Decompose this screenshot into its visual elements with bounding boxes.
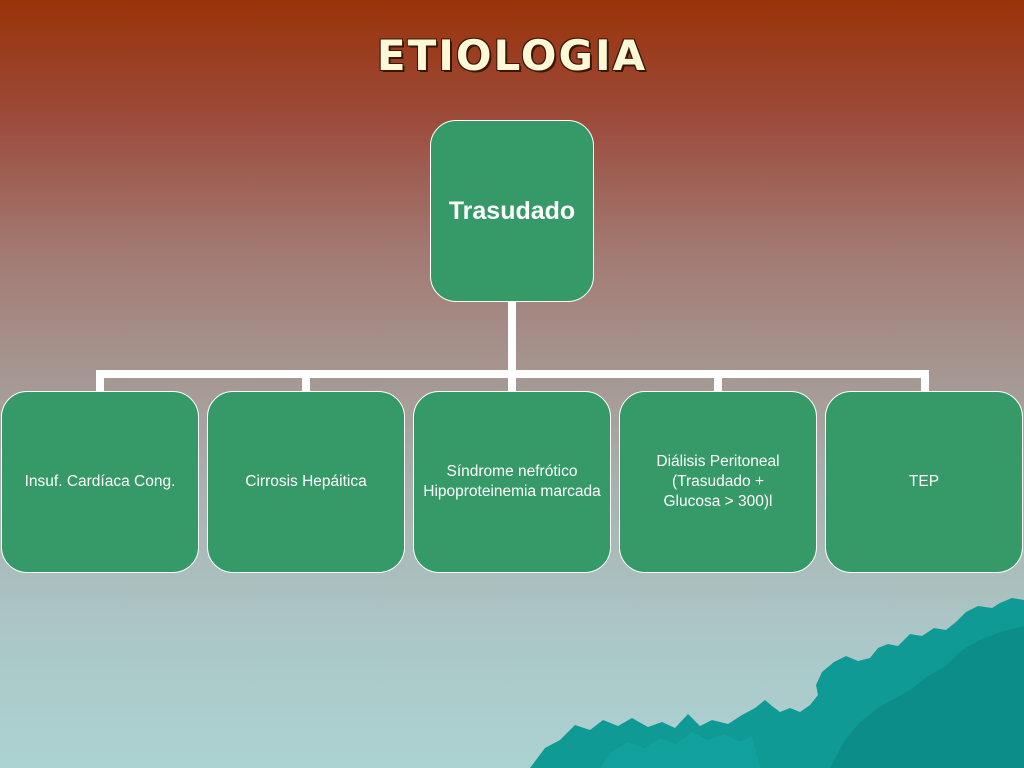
diagram-child-node: TEP: [825, 391, 1023, 573]
connector-drop-1: [96, 370, 104, 392]
mountain-shadow: [830, 626, 1024, 768]
child-node-label: TEP: [908, 473, 940, 490]
child-node-label: Síndrome nefrótico Hipoproteinemia marca…: [423, 463, 601, 500]
mountain-highlight: [600, 732, 760, 768]
diagram-root-node: Trasudado: [430, 120, 594, 302]
connector-drop-4: [714, 370, 722, 392]
diagram-child-node: Diálisis Peritoneal (Trasudado + Glucosa…: [619, 391, 817, 573]
connector-root-stem: [508, 302, 516, 374]
diagram-child-node: Cirrosis Hepáitica: [207, 391, 405, 573]
connector-drop-5: [921, 370, 929, 392]
diagram-child-node: Insuf. Cardíaca Cong.: [1, 391, 199, 573]
child-node-label: Insuf. Cardíaca Cong.: [24, 473, 176, 490]
diagram-child-node: Síndrome nefrótico Hipoproteinemia marca…: [413, 391, 611, 573]
child-node-label: Cirrosis Hepáitica: [245, 473, 367, 490]
connector-drop-3: [508, 370, 516, 392]
root-node-label: Trasudado: [448, 196, 576, 225]
connector-drop-2: [302, 370, 310, 392]
slide-title: ETIOLOGIA: [376, 31, 648, 80]
child-node-label: Diálisis Peritoneal (Trasudado + Glucosa…: [656, 453, 780, 510]
